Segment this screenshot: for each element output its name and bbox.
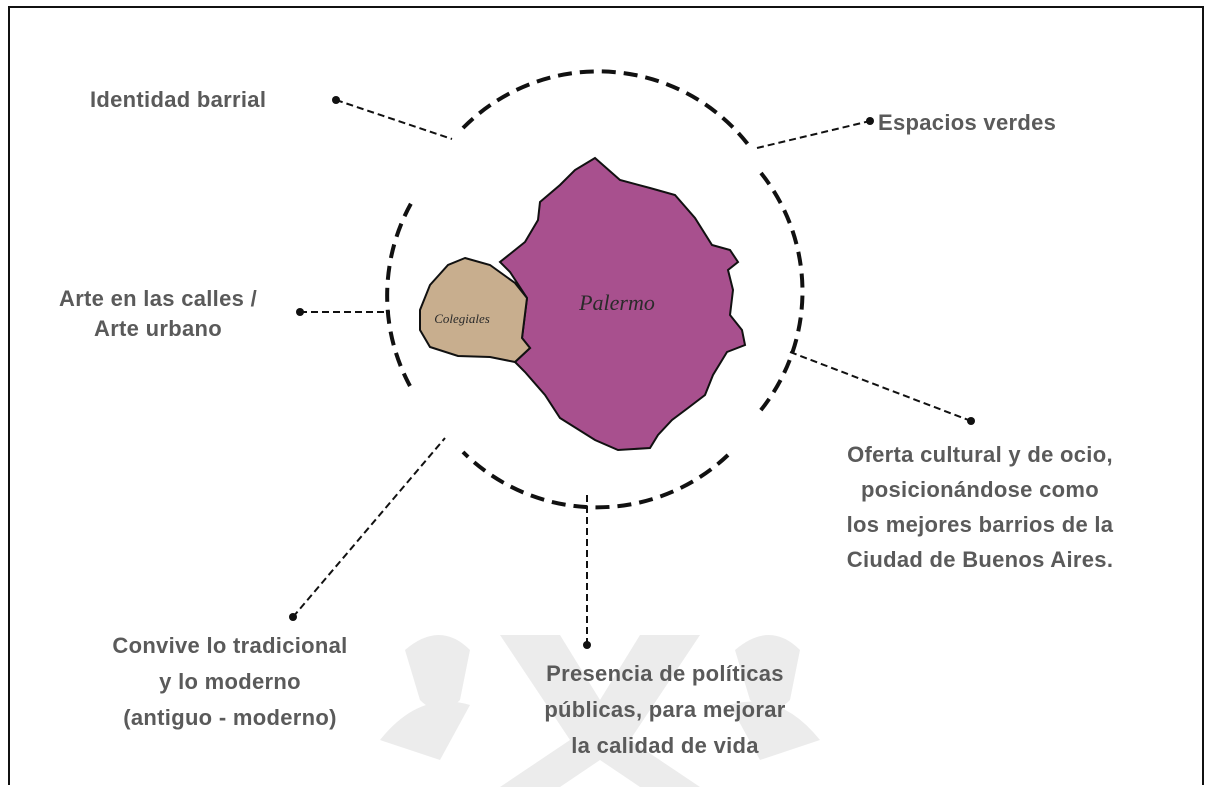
colegiales-label: Colegiales: [434, 311, 490, 326]
dot-espacios: [866, 117, 874, 125]
dashed-circle: [385, 69, 805, 510]
connector-convive: [292, 437, 446, 618]
connector-espacios: [756, 120, 871, 149]
label-identidad-barrial: Identidad barrial: [90, 87, 267, 112]
label-espacios-verdes: Espacios verdes: [878, 110, 1057, 135]
dot-identidad: [332, 96, 340, 104]
diagram-frame: [8, 6, 1204, 785]
connector-identidad: [335, 99, 453, 140]
colegiales-region: [419, 256, 532, 364]
label-oferta-cultural: Oferta cultural y de ocio, posicionándos…: [846, 442, 1114, 572]
palermo-region: [498, 156, 747, 452]
palermo-label: Palermo: [578, 290, 655, 315]
dot-convive: [289, 613, 297, 621]
label-arte-urbano: Arte en las calles / Arte urbano: [59, 286, 257, 341]
watermark-logo: [380, 635, 820, 787]
connector-dots: [289, 96, 975, 649]
dot-oferta: [967, 417, 975, 425]
label-convive: Convive lo tradicional y lo moderno (ant…: [112, 633, 348, 730]
label-politicas-publicas: Presencia de políticas públicas, para me…: [544, 661, 786, 758]
dot-politicas: [583, 641, 591, 649]
dot-arte: [296, 308, 304, 316]
leader-lines: [292, 99, 972, 645]
connector-oferta: [789, 351, 972, 422]
